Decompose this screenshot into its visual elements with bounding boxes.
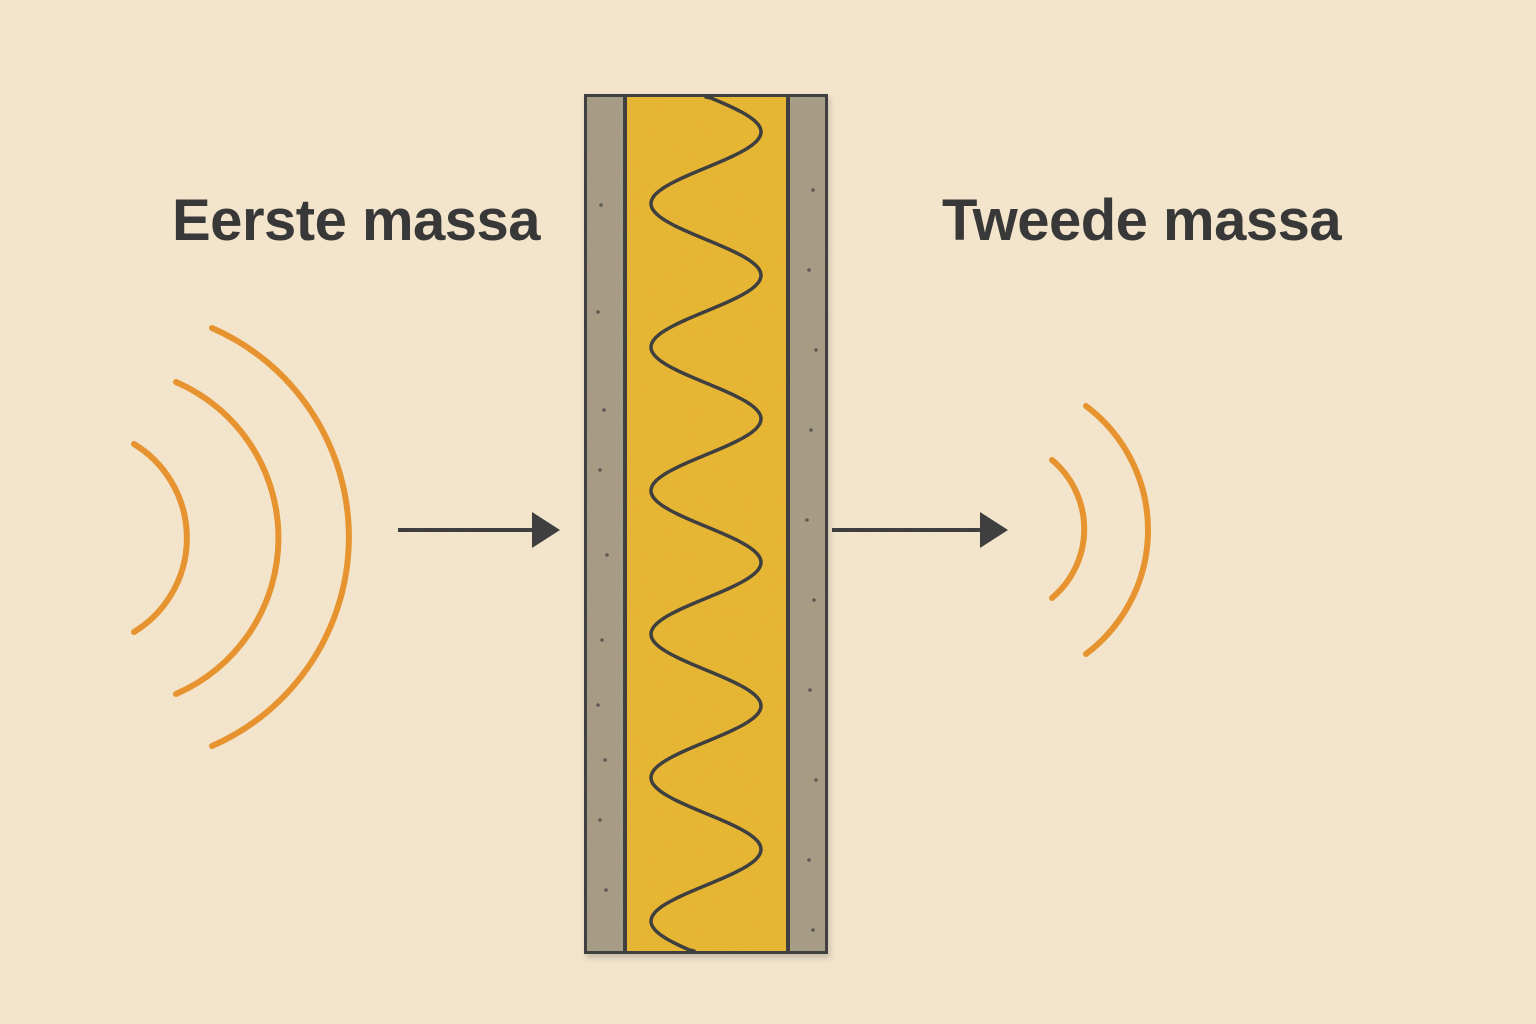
layer-speck (604, 888, 608, 892)
layer-speck (598, 468, 602, 472)
first-mass-layer (587, 97, 625, 951)
layer-speck (811, 188, 815, 192)
layer-speck (603, 758, 607, 762)
incoming-arrow-icon (398, 512, 560, 548)
second-mass-layer (788, 97, 825, 951)
layer-speck (814, 348, 818, 352)
insulation-core (625, 97, 788, 951)
incoming-wave-arc-medium (173, 379, 282, 697)
layer-speck (808, 688, 812, 692)
layer-speck (602, 408, 606, 412)
incoming-wave-arc-small (131, 441, 190, 635)
layer-speck (812, 598, 816, 602)
layer-speck (807, 858, 811, 862)
layer-speck (605, 553, 609, 557)
layer-speck (600, 638, 604, 642)
outgoing-wave-arc-large (1083, 403, 1151, 657)
layer-speck (811, 928, 815, 932)
layer-speck (599, 203, 603, 207)
layer-speck (596, 703, 600, 707)
outgoing-arrow-icon (832, 512, 1008, 548)
wall-section (584, 94, 828, 954)
incoming-sound-waves-icon (131, 325, 352, 749)
layer-speck (814, 778, 818, 782)
outgoing-wave-arc-small (1049, 457, 1088, 601)
layer-speck (805, 518, 809, 522)
outgoing-sound-waves-icon (1049, 403, 1151, 657)
layer-speck (598, 818, 602, 822)
layer-speck (809, 428, 813, 432)
layer-speck (596, 310, 600, 314)
layer-speck (807, 268, 811, 272)
